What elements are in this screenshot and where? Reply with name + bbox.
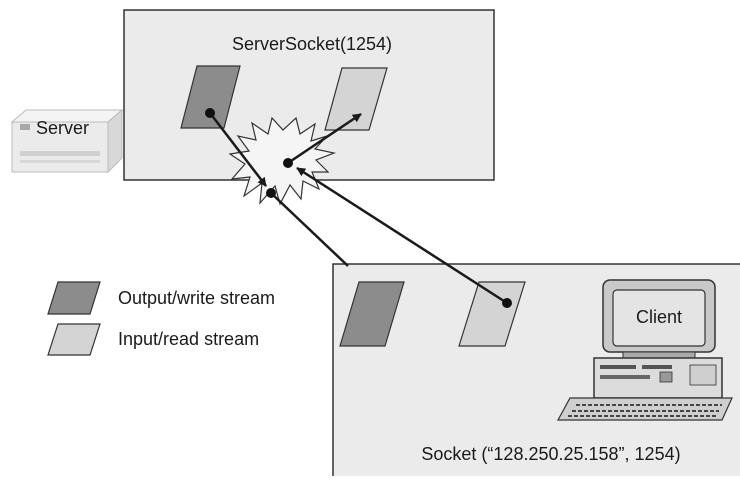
client-input-dot <box>502 298 512 308</box>
server-output-to-client-line <box>270 192 349 267</box>
server-output-stream <box>180 65 241 129</box>
server-indicator-icon <box>20 124 30 130</box>
client-input-stream <box>458 281 526 347</box>
client-output-stream <box>339 281 405 347</box>
client-label: Client <box>636 307 682 327</box>
server-output-to-client-arrow <box>209 112 267 187</box>
server-machine-icon: Server <box>10 108 124 174</box>
legend-output-swatch <box>47 281 101 315</box>
server-output-dot <box>205 108 215 118</box>
junction-dot <box>266 188 276 198</box>
server-input-stream <box>324 67 388 131</box>
client-output-to-server-arrow <box>287 112 362 165</box>
server-socket-title: ServerSocket(1254) <box>232 34 392 54</box>
legend-input-label: Input/read stream <box>118 329 259 349</box>
legend-output-label: Output/write stream <box>118 288 275 308</box>
server-label: Server <box>36 118 89 138</box>
legend-input-swatch <box>47 323 101 356</box>
connection-starburst <box>228 116 337 206</box>
client-socket-title: Socket (“128.250.25.158”, 1254) <box>421 444 680 464</box>
client-keyboard <box>556 397 733 421</box>
connection-lines <box>205 108 512 308</box>
legend: Output/write stream Input/read stream <box>47 281 275 356</box>
client-input-to-server-arrow <box>296 166 508 305</box>
server-side-dot <box>283 158 293 168</box>
client-computer-icon: Client <box>556 279 733 421</box>
